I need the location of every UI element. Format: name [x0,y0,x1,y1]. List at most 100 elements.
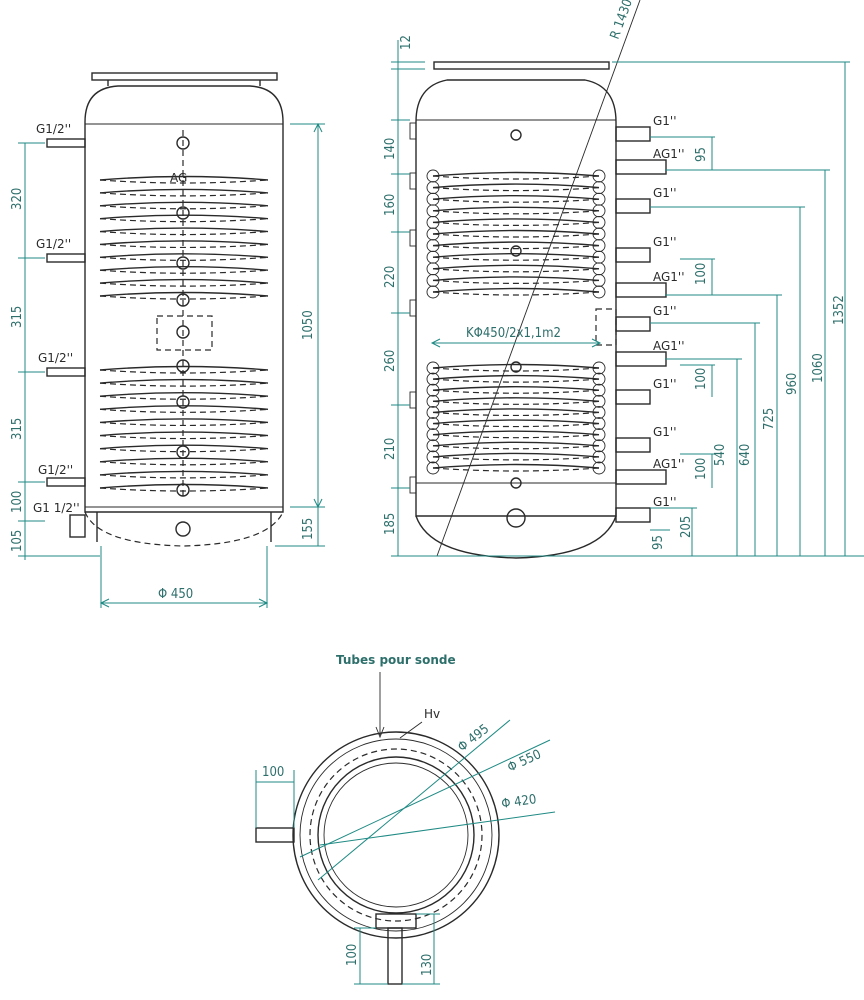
right-nozzle-label: AG1'' [653,147,685,161]
coil-pipe-section [426,428,440,442]
coil-turn-back [432,268,600,273]
right-nozzle-label: AG1'' [653,457,685,471]
right-nozzle-label: AG1'' [653,270,685,284]
coil-pipe-section [592,285,606,299]
coil-pipe-section [592,405,606,419]
coil-turn-back [99,474,269,479]
right-nozzle [615,159,667,175]
right-dim-12: 12 [399,35,414,50]
right-dim-140: 140 [383,138,398,160]
coil-turn [432,276,600,282]
right-dim-185: 185 [383,513,398,535]
left-inspection-flange [156,315,213,351]
coil-pipe-section [592,383,606,397]
right-dim-540: 540 [713,444,728,466]
top-diameter-420: Φ 420 [500,792,537,812]
coil-turn [99,444,269,450]
coil-turn-back [432,422,600,428]
coil-turn-back [432,434,600,439]
coil-turn-back [99,295,269,300]
right-dim-1352: 1352 [832,295,847,325]
right-dim-960: 960 [785,373,800,395]
coil-turn-back [99,282,269,287]
left-dim-1050: 1050 [301,310,316,340]
left-label-2: G1/2'' [36,237,71,251]
coil-turn-back [99,243,269,249]
coil-pipe-section [426,394,440,408]
coil-pipe-section [426,405,440,419]
coil-turn [432,195,600,200]
coil-pipe-section [426,417,440,431]
coil-pipe-section [426,285,440,299]
right-nozzle [615,351,667,367]
left-nozzle-1 [46,138,86,148]
left-label-4: G1/2'' [38,463,73,477]
coil-turn [99,392,269,397]
coil-turn [99,483,269,489]
left-tank-body [84,85,284,513]
right-nozzle [615,389,651,405]
right-nozzle [615,282,667,298]
right-lower-coil [426,361,606,475]
left-nozzle-2 [46,253,86,263]
right-nozzle-label: G1'' [653,186,677,200]
coil-turn-back [432,400,600,405]
coil-turn [99,188,269,194]
coil-turn-back [99,192,269,197]
right-dim-640: 640 [738,444,753,466]
right-small-100c: 100 [694,458,709,480]
coil-turn-back [99,218,269,223]
coil-turn-back [432,221,600,226]
left-lower-coil [99,365,269,492]
left-dim-100: 100 [10,491,25,513]
coil-turn [432,206,600,212]
coil-turn [99,378,269,384]
left-dim-315b: 315 [10,418,25,440]
left-diameter-label: Φ 450 [158,587,193,602]
left-top-flange [91,72,278,81]
coil-turn [432,441,600,447]
coil-turn-back [99,269,269,274]
outer-circle-550 [292,731,500,939]
left-nozzle-3 [46,367,86,377]
right-nozzle [615,247,651,263]
coil-turn [99,470,269,476]
right-dim-725: 725 [762,408,777,430]
coil-turn-back [432,291,600,296]
coil-pipe-section [426,450,440,464]
coil-turn [432,287,600,293]
coil-turn-back [99,448,269,453]
left-dim-315a: 315 [10,306,25,328]
coil-turn-back [432,256,600,261]
coil-turn [432,253,600,258]
right-radius-label: R 1430 [608,0,636,41]
coil-turn [99,175,269,181]
right-nozzle [615,507,651,523]
coil-pipe-section [426,383,440,397]
right-dim-1060: 1060 [811,353,826,383]
right-nozzle [615,437,651,453]
coil-turn-back [99,487,269,492]
coil-turn-back [432,467,600,472]
left-dim-105: 105 [10,530,25,552]
coil-turn-back [99,205,269,210]
coil-pipe-section [592,361,606,375]
left-coil-label: AG [170,171,187,185]
right-small-95a: 95 [694,147,709,162]
coil-pipe-section [592,394,606,408]
top-dim-130: 130 [420,954,435,976]
coil-turn [99,365,269,371]
coil-turn [432,430,600,436]
coil-turn [432,171,600,177]
right-nozzle [615,198,651,214]
left-nozzle-4 [46,477,86,487]
coil-turn-back [432,233,600,238]
inner-circle-420 [317,756,475,914]
right-dim-160: 160 [383,194,398,216]
coil-turn [432,408,600,414]
coil-turn [99,418,269,424]
coil-turn [99,253,269,259]
coil-turn-back [99,421,269,427]
coil-turn [99,214,269,220]
right-dim-220: 220 [383,266,398,288]
